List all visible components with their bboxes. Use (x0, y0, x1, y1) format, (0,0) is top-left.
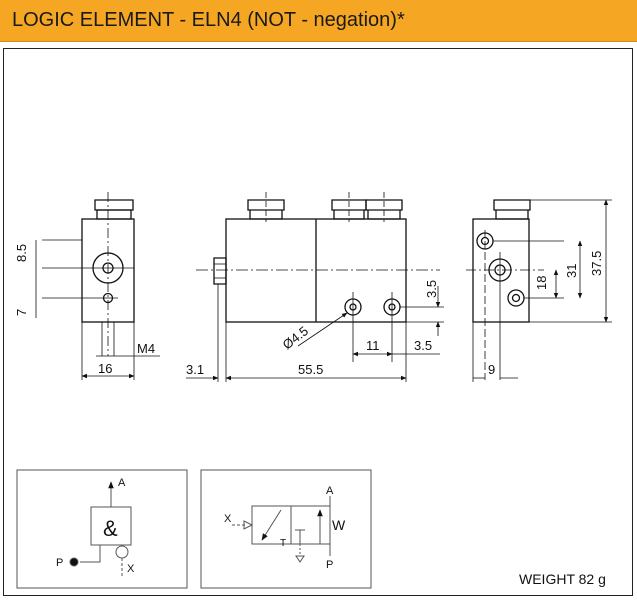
logic-port-a: A (118, 477, 126, 489)
valve-spring: W (332, 517, 346, 533)
valve-symbol (200, 469, 372, 589)
dim-18: 18 (534, 276, 549, 290)
right-port-bottom (507, 289, 525, 307)
page-title: LOGIC ELEMENT - ELN4 (NOT - negation)* (12, 9, 405, 31)
title-bar: LOGIC ELEMENT - ELN4 (NOT - negation)* (0, 0, 637, 42)
dim-7: 7 (14, 309, 29, 316)
side-view-left (35, 192, 160, 380)
side-view-right (466, 199, 612, 382)
dim-37-5: 37.5 (589, 251, 604, 276)
dim-3-1: 3.1 (186, 362, 204, 377)
logic-symbol-frame (16, 469, 188, 589)
logic-gate-label: & (103, 516, 118, 541)
logic-negation-circle (115, 545, 129, 559)
valve-port-a: A (326, 485, 334, 497)
logic-port-x: X (127, 563, 135, 575)
front-view (186, 192, 444, 382)
logic-port-p: P (56, 557, 63, 569)
valve-port-x: X (224, 513, 232, 525)
dim-11: 11 (366, 338, 380, 353)
side-button-cap (94, 199, 134, 211)
drawing-frame (3, 48, 633, 596)
dim-16: 16 (98, 361, 112, 376)
weight-label: WEIGHT 82 g (519, 571, 606, 587)
dim-m4: M4 (137, 341, 155, 356)
front-button-3 (365, 199, 403, 220)
front-button-1 (247, 199, 285, 220)
dim-3-5-right: 3.5 (424, 280, 439, 298)
front-side-screw (213, 257, 227, 285)
valve-right-square (290, 505, 331, 545)
valve-symbol-frame (200, 469, 372, 589)
dim-8-5: 8.5 (14, 244, 29, 262)
valve-port-p: P (326, 559, 333, 571)
valve-port-t: T (280, 538, 286, 549)
dim-dia-4-5: Ø4.5 (280, 323, 311, 352)
dim-31: 31 (564, 264, 579, 278)
logic-symbol (16, 469, 188, 589)
dim-3-5-bottom: 3.5 (414, 338, 432, 353)
side-button-stem (96, 209, 132, 220)
logic-p-port (69, 557, 79, 567)
dim-55-5: 55.5 (298, 362, 323, 377)
dim-9: 9 (488, 362, 495, 377)
right-button (493, 199, 531, 220)
